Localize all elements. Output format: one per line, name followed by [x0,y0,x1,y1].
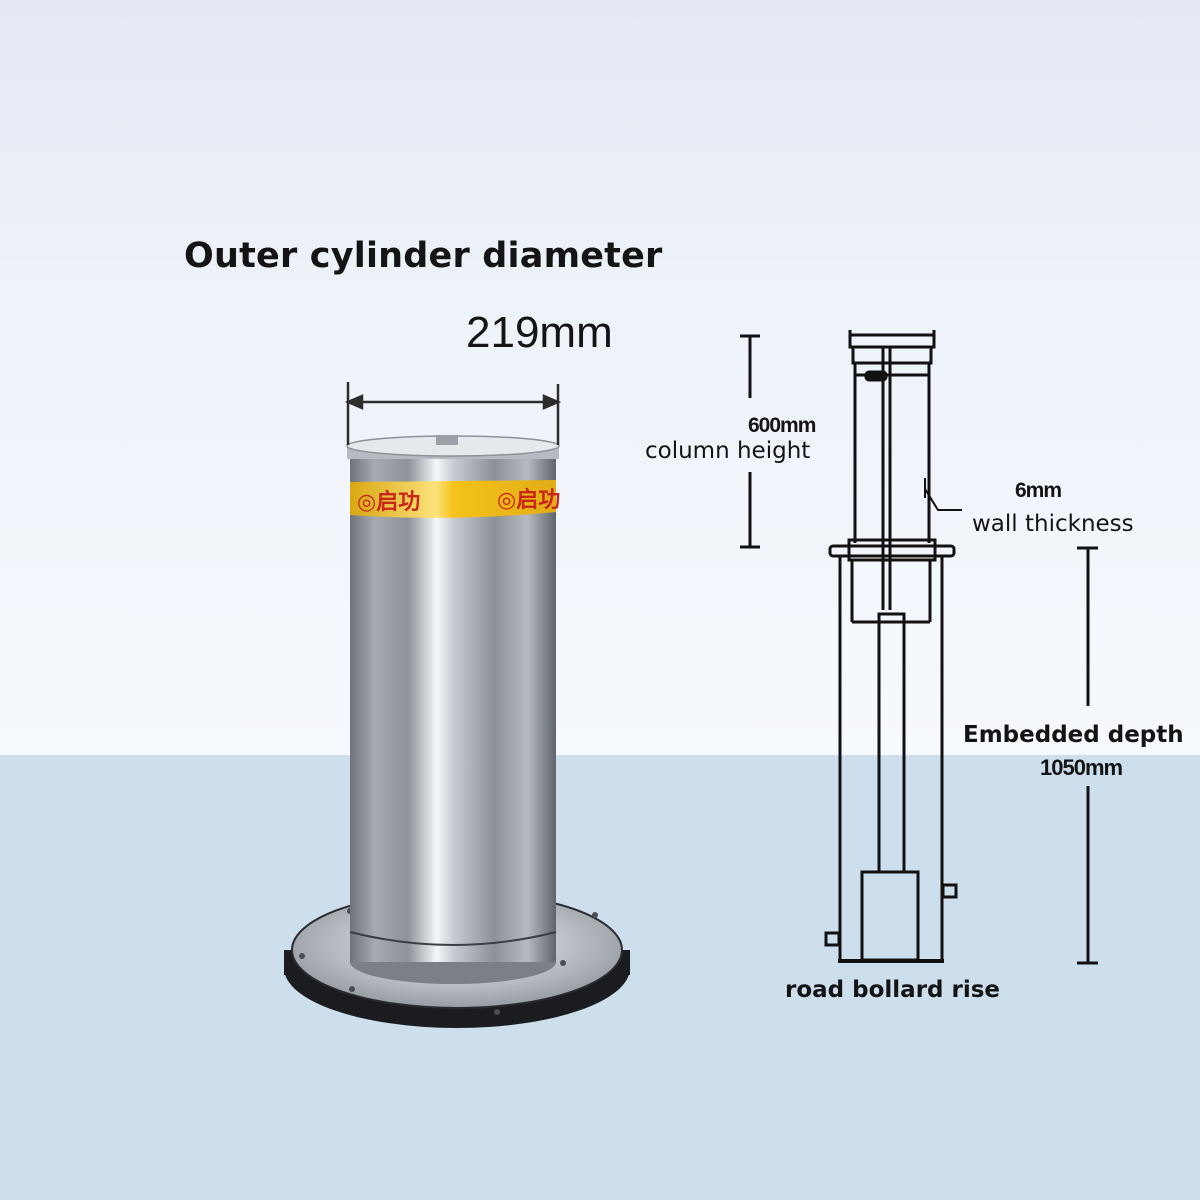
brand-logo-left: ◎启功 [357,490,421,515]
embedded-depth-dimension [1077,546,1098,965]
brand-logo-icon: ◎ [357,490,377,515]
column-height-label: column height [645,438,811,464]
brand-logo-right: ◎启功 [497,488,561,513]
bollard-rise-label: road bollard rise [785,977,1001,1003]
embedded-depth-label: Embedded depth [963,722,1184,748]
diameter-value: 219mm [466,308,613,357]
column-height-value: 600mm [748,414,816,437]
brand-logo-icon: ◎ [497,488,517,513]
embedded-depth-value: 1050mm [1040,755,1123,780]
wall-thickness-label: wall thickness [972,511,1134,537]
background-upper [0,0,1200,755]
diameter-title: Outer cylinder diameter [184,236,663,276]
diameter-dimension [344,382,562,445]
cylinder-body [350,452,556,962]
technical-drawing [824,330,962,963]
reflective-band [350,480,556,518]
wall-thickness-value: 6mm [1015,479,1062,502]
column-height-dimension [740,334,760,549]
